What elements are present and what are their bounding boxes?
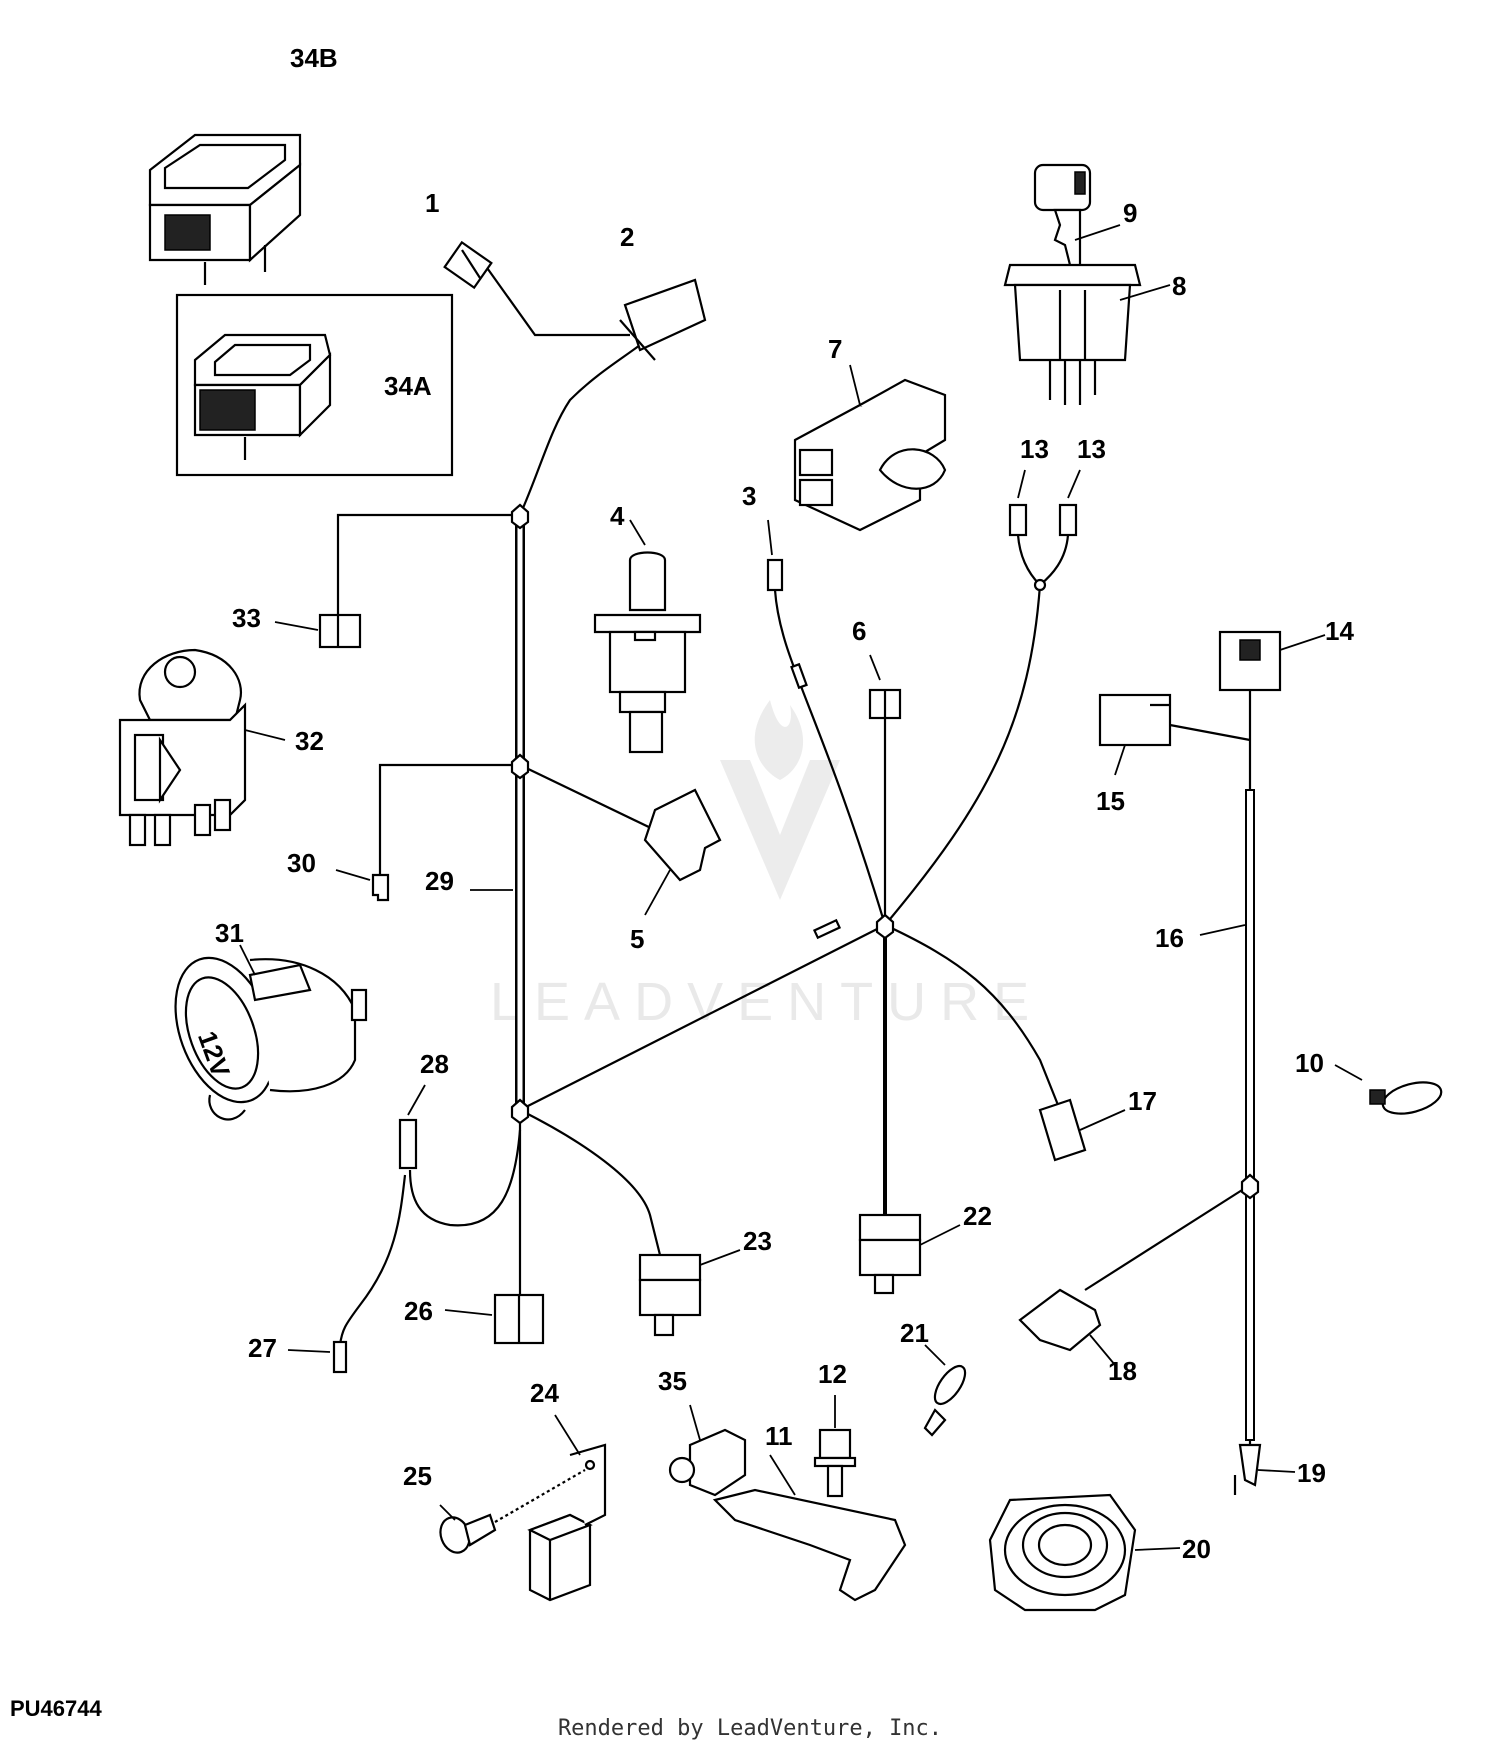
callout-6: 6 bbox=[852, 616, 866, 646]
terminal-13-right bbox=[1058, 469, 1081, 537]
callout-24: 24 bbox=[530, 1378, 559, 1408]
document-id: PU46744 bbox=[10, 1696, 102, 1721]
render-credit: Rendered by LeadVenture, Inc. bbox=[557, 1716, 943, 1741]
cable-clip-21 bbox=[923, 1344, 967, 1437]
key-switch-8 bbox=[1003, 263, 1171, 405]
callout-10: 10 bbox=[1295, 1048, 1324, 1078]
seat-switch-7 bbox=[793, 364, 947, 532]
callout-2: 2 bbox=[620, 222, 634, 252]
callout-25: 25 bbox=[403, 1461, 432, 1491]
callout-1: 1 bbox=[425, 188, 439, 218]
callout-23: 23 bbox=[743, 1226, 772, 1256]
connector-19 bbox=[1233, 1443, 1296, 1495]
leader-16 bbox=[1199, 924, 1246, 936]
connector-15 bbox=[1098, 693, 1172, 776]
connector-30 bbox=[335, 869, 390, 902]
watermark: LEADVENTURE bbox=[490, 700, 1043, 1032]
callout-21: 21 bbox=[900, 1318, 929, 1348]
callout-18: 18 bbox=[1108, 1356, 1137, 1386]
connector-18 bbox=[1018, 1288, 1116, 1366]
callout-26: 26 bbox=[404, 1296, 433, 1326]
rocker-switch-34b bbox=[148, 133, 302, 285]
callout-13b: 13 bbox=[1077, 434, 1106, 464]
callout-22: 22 bbox=[963, 1201, 992, 1231]
terminal-13-left bbox=[1008, 469, 1028, 537]
connector-17 bbox=[1038, 1098, 1126, 1162]
callout-16: 16 bbox=[1155, 923, 1184, 953]
callout-9: 9 bbox=[1123, 198, 1137, 228]
callout-12: 12 bbox=[818, 1359, 847, 1389]
callout-30: 30 bbox=[287, 848, 316, 878]
connector-1 bbox=[443, 240, 493, 290]
callout-33: 33 bbox=[232, 603, 261, 633]
harness-wires bbox=[336, 264, 1255, 1445]
plunger-switch-4 bbox=[593, 519, 702, 754]
tie-strap-10 bbox=[1334, 1064, 1443, 1115]
callout-29: 29 bbox=[425, 866, 454, 896]
callout-19: 19 bbox=[1297, 1458, 1326, 1488]
connector-33 bbox=[274, 613, 362, 649]
callout-27: 27 bbox=[248, 1333, 277, 1363]
callout-34b: 34B bbox=[290, 43, 338, 73]
callout-5: 5 bbox=[630, 924, 644, 954]
screw-25 bbox=[439, 1469, 586, 1554]
connector-14 bbox=[1218, 630, 1326, 692]
connector-28 bbox=[398, 1084, 426, 1170]
connector-27 bbox=[287, 1340, 348, 1374]
relay-connector-22 bbox=[858, 1213, 961, 1295]
connector-6 bbox=[868, 654, 902, 720]
connector-5 bbox=[643, 788, 722, 916]
callout-31: 31 bbox=[215, 918, 244, 948]
rocker-switch-34a bbox=[193, 333, 332, 460]
callout-15: 15 bbox=[1096, 786, 1125, 816]
callout-7: 7 bbox=[828, 334, 842, 364]
connector-2 bbox=[619, 278, 707, 361]
relay-connector-23 bbox=[638, 1249, 741, 1337]
ignition-key-9 bbox=[1033, 163, 1121, 270]
callout-8: 8 bbox=[1172, 271, 1186, 301]
power-outlet-31: 12V bbox=[174, 944, 368, 1121]
callout-14: 14 bbox=[1325, 616, 1354, 646]
callout-35: 35 bbox=[658, 1366, 687, 1396]
callout-4: 4 bbox=[610, 501, 625, 531]
callout-13a: 13 bbox=[1020, 434, 1049, 464]
callout-34a: 34A bbox=[384, 371, 432, 401]
bolt-12 bbox=[813, 1395, 857, 1498]
callout-32: 32 bbox=[295, 726, 324, 756]
callout-28: 28 bbox=[420, 1049, 449, 1079]
callouts: 34B 34A 1 2 9 8 7 13 13 3 4 6 14 33 32 1… bbox=[215, 43, 1354, 1564]
connector-26 bbox=[444, 1293, 545, 1345]
callout-20: 20 bbox=[1182, 1534, 1211, 1564]
connector-3 bbox=[766, 519, 784, 592]
sensor-35 bbox=[668, 1404, 747, 1497]
callout-11: 11 bbox=[765, 1421, 793, 1451]
callout-17: 17 bbox=[1128, 1086, 1157, 1116]
relay-24 bbox=[527, 1414, 607, 1602]
pto-switch-32 bbox=[118, 648, 286, 847]
callout-3: 3 bbox=[742, 481, 756, 511]
bracket-11 bbox=[712, 1454, 907, 1602]
watermark-text: LEADVENTURE bbox=[490, 972, 1043, 1032]
hour-meter-20 bbox=[988, 1493, 1181, 1612]
junction-nodes bbox=[510, 503, 1260, 1200]
